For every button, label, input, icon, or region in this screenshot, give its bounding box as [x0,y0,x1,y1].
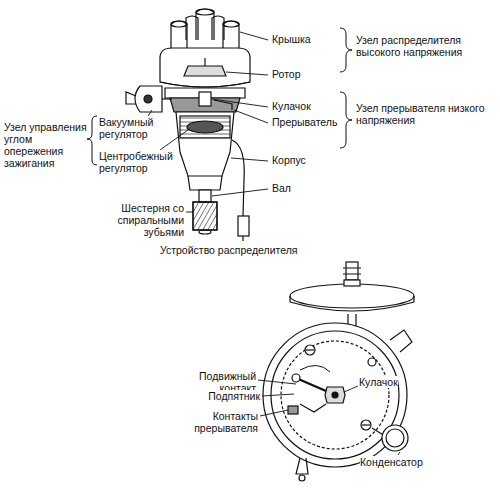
part-label: Конденсатор [360,456,450,468]
path-shape [300,365,330,372]
path-shape [296,378,326,391]
rect-shape [288,406,298,414]
circle-shape [281,341,389,449]
line-shape [262,394,294,396]
part-label: Вал [272,182,342,194]
path-shape [126,92,136,104]
part-label: Центробежный регулятор [99,150,171,174]
path-shape [325,387,345,403]
path-shape [160,48,250,87]
ellipse-shape [187,121,223,133]
ellipse-shape [196,9,214,15]
circle-shape [144,95,152,103]
path-shape [232,140,244,216]
breaker-top-view [263,262,414,481]
part-label: Ротор [272,68,342,80]
line-shape [306,349,314,350]
part-label: Крышка [272,33,342,45]
leader-lines [148,32,268,212]
part-label: Кулачок [359,376,415,388]
path-shape [196,9,214,40]
line-shape [212,189,268,196]
circle-shape [292,374,300,382]
line-shape [231,158,268,161]
line-shape [362,424,370,425]
rect-shape [346,262,358,280]
ellipse-shape [171,21,187,27]
figure-caption: Устройство распределителя [160,244,298,256]
circle-shape [263,323,407,467]
rect-shape [193,202,217,230]
circle-shape [299,475,305,481]
path-shape [300,404,326,412]
part-label: Узел управления углом опережения зажиган… [4,121,88,169]
line-shape [398,452,400,455]
rect-shape [199,190,211,202]
path-shape [343,268,361,274]
path-shape [171,21,187,52]
ellipse-shape [223,21,239,27]
path-shape [186,16,198,40]
path-shape [135,86,162,112]
path-shape [390,330,412,352]
path-shape [223,21,239,52]
ellipse-shape [199,230,211,234]
path-shape [184,66,226,76]
circle-shape [361,420,371,430]
line-shape [226,72,268,75]
path-shape [87,116,97,165]
path-shape [296,458,308,474]
line-shape [204,58,205,66]
part-label: Прерыватель [272,116,352,128]
line-shape [186,212,193,213]
part-label: Шестерня со спиральными зубьями [90,202,184,238]
rect-shape [199,92,211,106]
part-label: Подпятник [196,390,260,402]
rect-shape [238,216,249,236]
line-shape [162,98,172,99]
brackets [87,28,352,165]
circle-shape [271,331,399,459]
path-shape [340,92,352,148]
rect-shape [180,116,230,138]
line-shape [242,236,243,241]
circle-shape [305,345,315,355]
rect-shape [344,280,360,286]
line-shape [240,32,268,40]
line-shape [260,410,288,416]
line-shape [160,130,188,150]
path-shape [212,16,224,40]
path-shape [160,82,250,87]
circle-shape [382,425,408,451]
part-label: Узел распределителя высокого напряжения [356,34,492,58]
line-shape [212,99,268,107]
circle-shape [332,392,338,398]
line-shape [344,386,358,392]
part-label: Корпус [272,154,342,166]
circle-shape [386,429,404,447]
path-shape [176,112,234,176]
ellipse-shape [290,284,414,308]
path-shape [340,28,352,72]
part-label: Вакуумный регулятор [99,116,161,140]
part-label: Узел прерывателя низкого напряжения [356,102,492,126]
rect-shape [193,202,217,230]
leader-lines [258,380,400,455]
circle-shape [368,358,376,366]
path-shape [188,176,222,190]
part-label: Контакты прерывателя [180,410,258,434]
part-label: Кулачок [272,100,342,112]
line-shape [234,110,268,123]
path-shape [290,296,414,311]
line-shape [258,380,296,384]
